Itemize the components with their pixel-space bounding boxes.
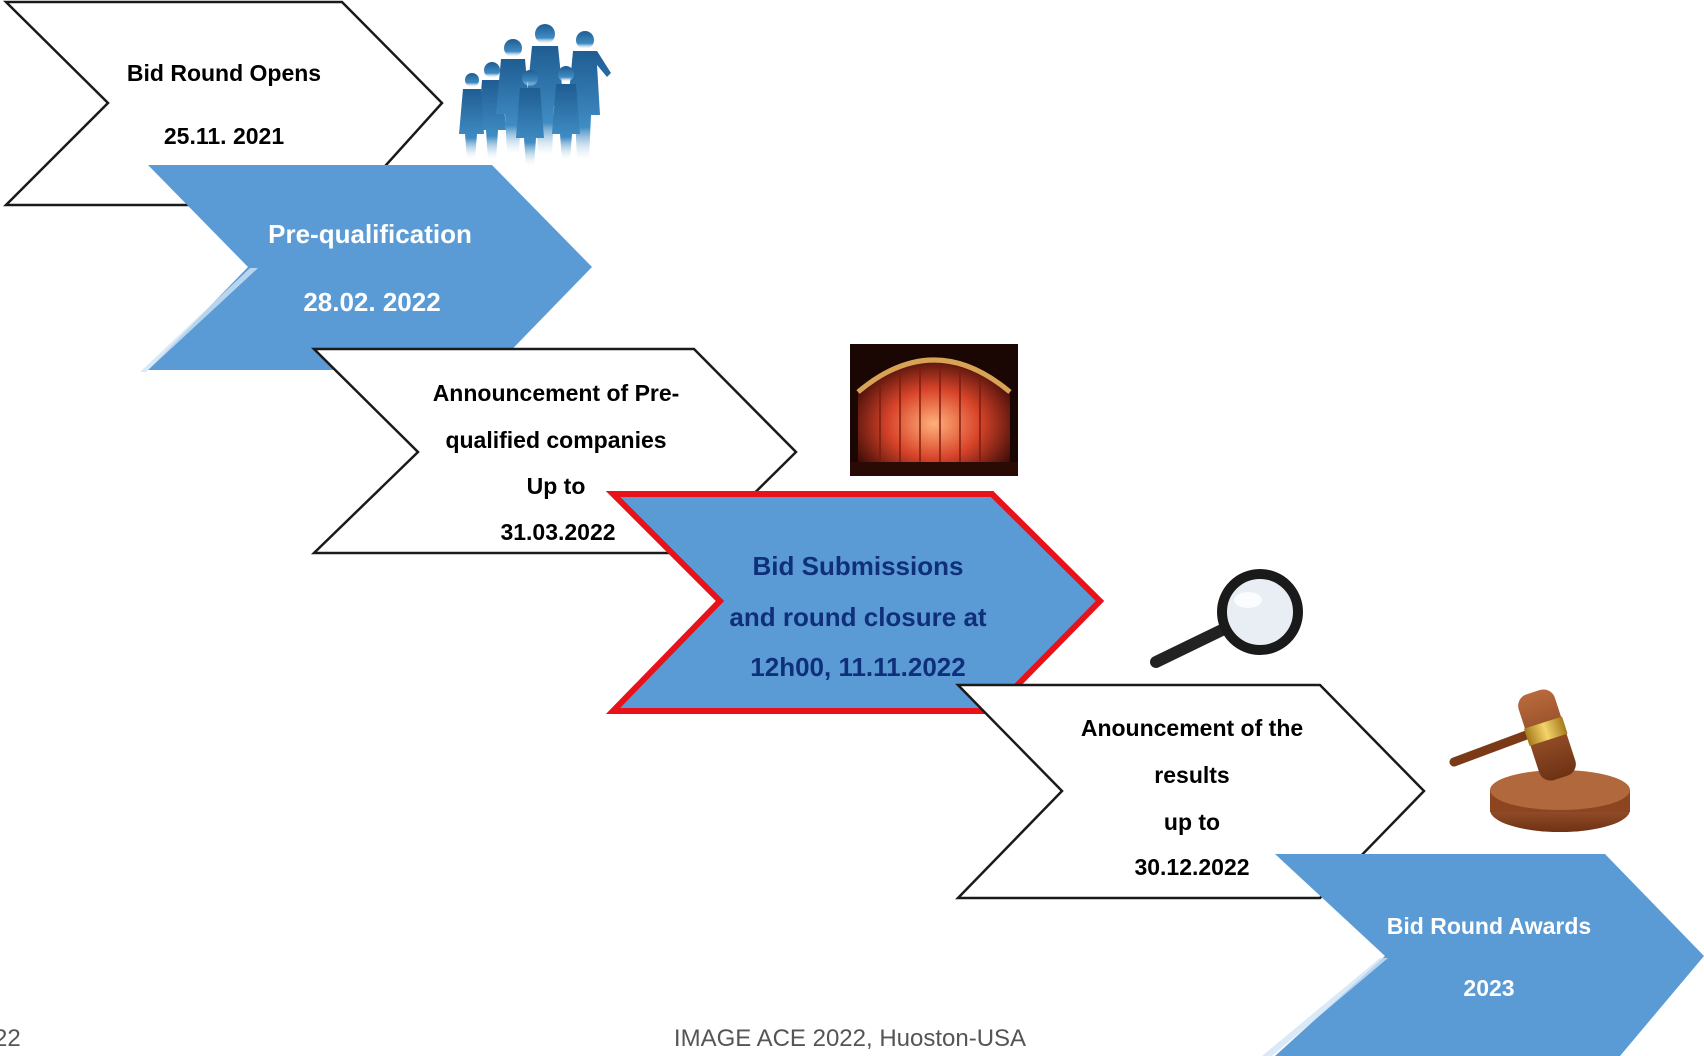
step-3-line-2: qualified companies (445, 427, 666, 453)
step-6-label: Bid Round Awards 2023 (1387, 913, 1591, 1001)
step-5-chevron (955, 683, 1426, 900)
step-4-line-3: 12h00, 11.11.2022 (750, 652, 965, 682)
step-5-label: Anouncement of the results up to 30.12.2… (1081, 715, 1303, 880)
step-3-label: Announcement of Pre- qualified companies… (433, 380, 680, 545)
theater-curtain-icon (850, 344, 1018, 476)
step-1-line-1: Bid Round Opens (127, 60, 321, 86)
business-people-icon (459, 24, 611, 166)
footer: 22 IMAGE ACE 2022, Huoston-USA (0, 1025, 1026, 1052)
step-2-label: Pre-qualification 28.02. 2022 (268, 219, 472, 317)
step-3-line-1: Announcement of Pre- (433, 380, 680, 406)
footer-text: IMAGE ACE 2022, Huoston-USA (674, 1025, 1026, 1052)
step-2-line-2: 28.02. 2022 (303, 287, 440, 317)
step-2-line-1: Pre-qualification (268, 219, 472, 249)
step-6-chevron (1262, 854, 1704, 1056)
step-3-line-4: 31.03.2022 (500, 519, 615, 545)
step-5-line-3: up to (1164, 809, 1220, 835)
step-4-line-2: and round closure at (729, 602, 986, 632)
page-number: 22 (0, 1025, 21, 1052)
step-6-line-1: Bid Round Awards (1387, 913, 1591, 939)
step-6-line-2: 2023 (1463, 975, 1514, 1001)
step-5-line-4: 30.12.2022 (1134, 854, 1249, 880)
magnifying-glass-icon (1150, 569, 1303, 668)
step-5-line-2: results (1154, 762, 1229, 788)
step-1-line-2: 25.11. 2021 (164, 123, 284, 149)
step-5-line-1: Anouncement of the (1081, 715, 1303, 741)
step-3-line-3: Up to (527, 473, 586, 499)
step-1-label: Bid Round Opens 25.11. 2021 (127, 60, 321, 149)
step-2-chevron (140, 165, 592, 372)
step-4-label: Bid Submissions and round closure at 12h… (729, 551, 986, 682)
step-4-line-1: Bid Submissions (753, 551, 964, 581)
gavel-icon (1449, 689, 1630, 832)
